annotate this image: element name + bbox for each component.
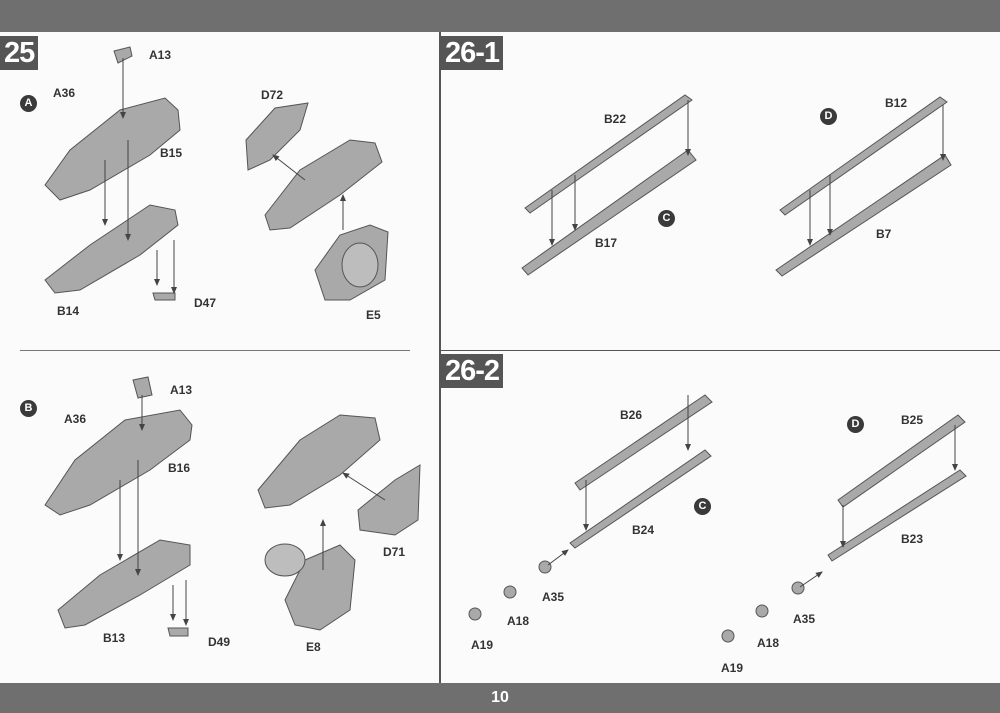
bottom-bar [0,683,1000,713]
part-label: B26 [620,408,643,422]
part-b17 [521,149,697,276]
part-label: A18 [757,636,780,650]
marker-c: C [658,210,675,227]
part-label: B13 [103,631,126,645]
part-label: B16 [168,461,191,475]
part-b15 [44,97,181,201]
step-26-2-badge: 26-2 [441,354,504,388]
part-label: B15 [160,146,183,160]
part-d49 [167,627,189,637]
part-label: A36 [53,86,76,100]
part-label: A19 [471,638,494,652]
part-label: A35 [793,612,816,626]
part-label: A35 [542,590,565,604]
part-label: B14 [57,304,80,318]
right-horizontal-divider [441,350,1000,351]
marker-d: D [820,108,837,125]
part-cockpit-b [257,414,381,509]
part-label: B22 [604,112,627,126]
top-bar [0,0,1000,32]
left-horizontal-divider [20,350,410,351]
part-b7 [775,154,952,277]
part-cockpit-a [264,139,383,231]
part-b14 [44,204,179,294]
part-label: B7 [876,227,892,241]
part-label: B12 [885,96,908,110]
part-label: B17 [595,236,618,250]
part-label: D47 [194,296,217,310]
part-label: A19 [721,661,744,675]
variant-a-marker: A [20,95,37,112]
part-b12 [779,96,948,216]
marker-c: C [694,498,711,515]
part-label: B23 [901,532,924,546]
variant-b-marker: B [20,400,37,417]
part-b13 [57,539,191,629]
part-a13 [113,46,133,64]
part-label: A36 [64,412,87,426]
page-number: 10 [491,689,509,706]
step-26-1-badge: 26-1 [441,36,504,70]
step-25-badge: 25 [0,36,39,70]
part-b16 [44,409,193,516]
vertical-divider [439,32,441,683]
part-b22 [524,94,693,214]
part-label: D72 [261,88,284,102]
part-b23 [827,469,967,562]
part-label: E5 [366,308,381,322]
part-d71 [357,464,421,536]
part-label: D71 [383,545,406,559]
marker-d: D [847,416,864,433]
part-b24 [569,449,712,549]
part-label: D49 [208,635,231,649]
part-label: A13 [149,48,172,62]
part-b25 [837,414,966,508]
part-label: B24 [632,523,655,537]
part-label: A13 [170,383,193,397]
part-label: A18 [507,614,530,628]
part-d47 [152,292,176,301]
part-label: B25 [901,413,924,427]
part-label: E8 [306,640,321,654]
part-b26 [574,394,713,491]
part-a13-b [132,376,153,399]
part-d72 [245,102,309,171]
